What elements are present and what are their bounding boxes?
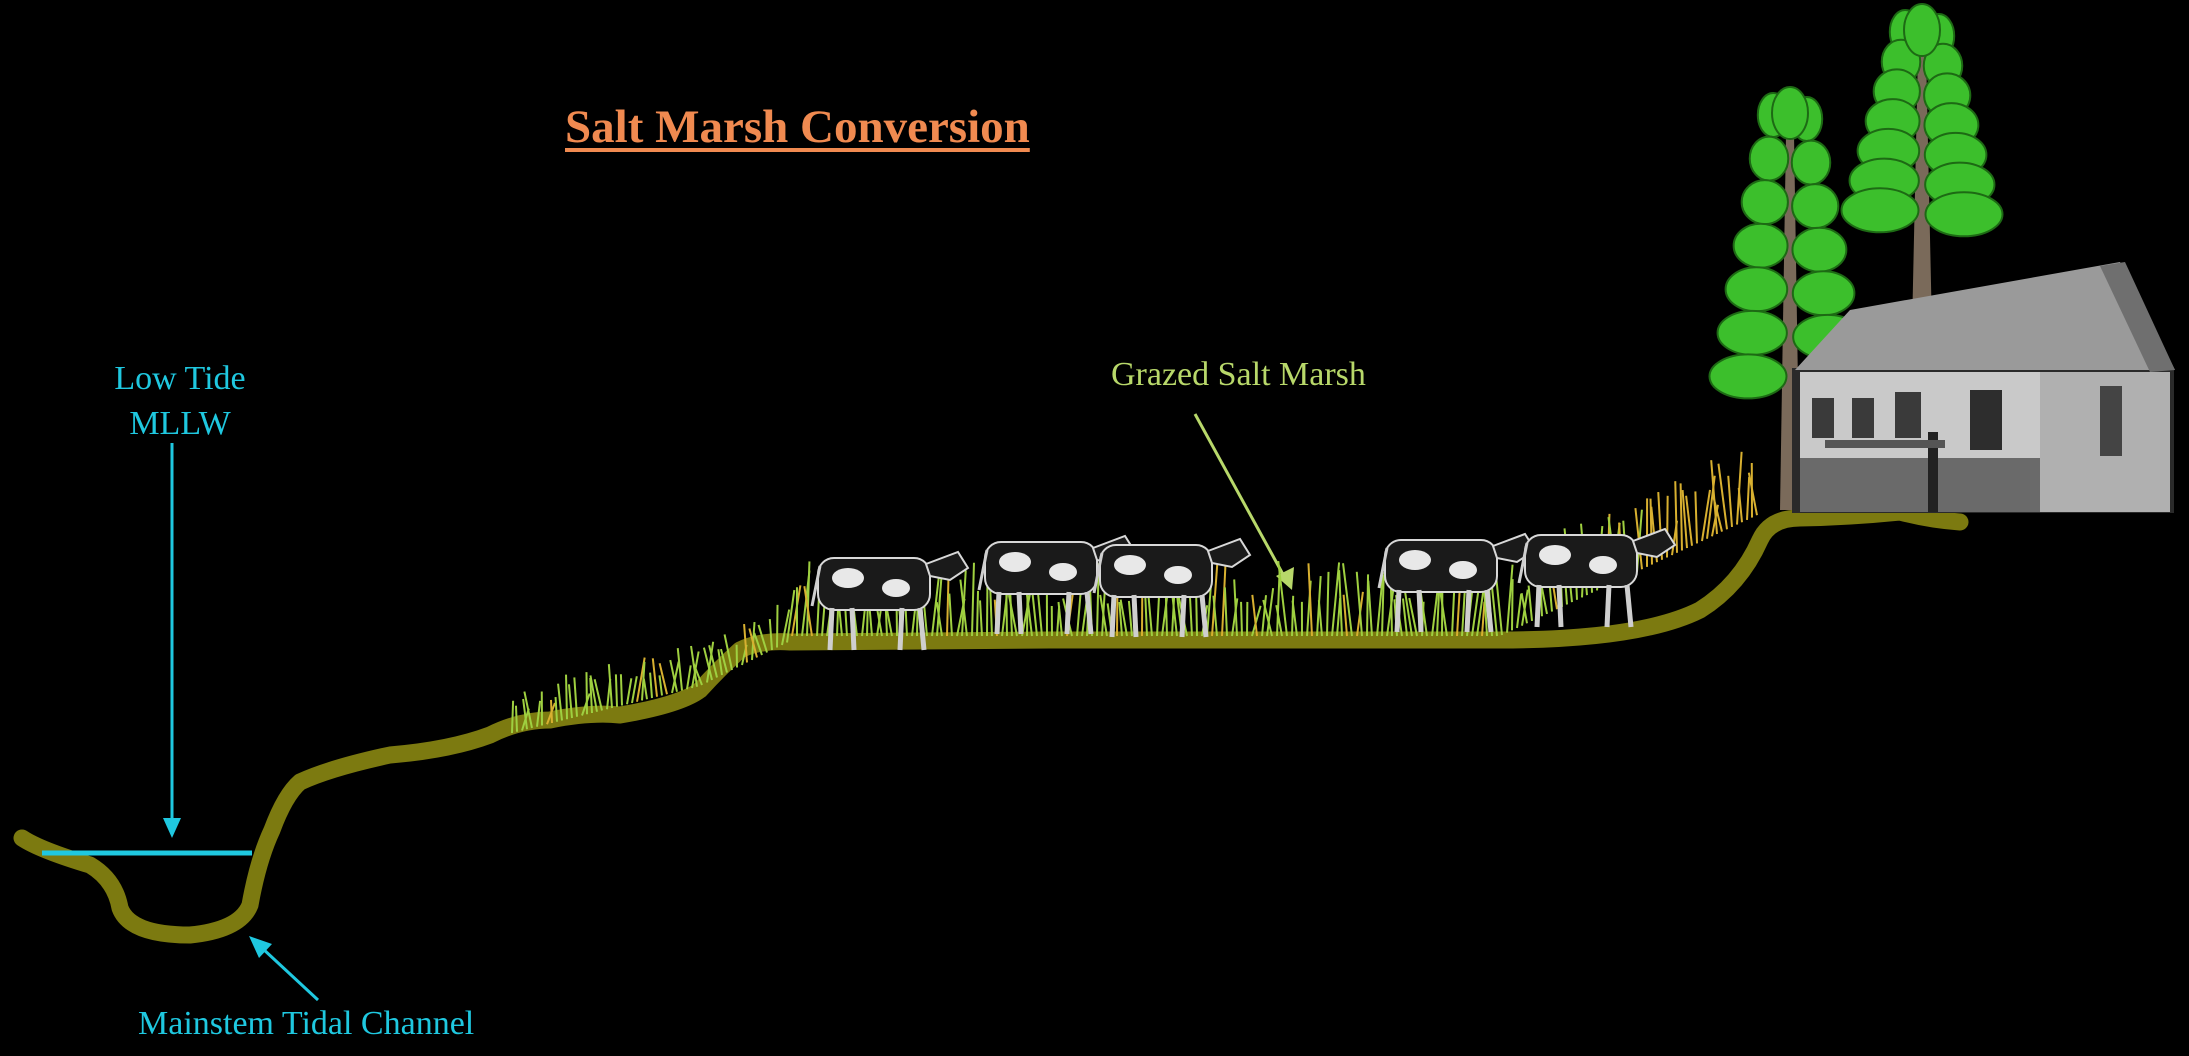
low-tide-arrowhead — [163, 818, 181, 838]
grazed-salt-marsh-label: Grazed Salt Marsh — [1111, 356, 1366, 394]
low-tide-line1: Low Tide — [110, 356, 250, 401]
channel-arrow — [262, 948, 318, 1000]
low-tide-line2: MLLW — [110, 401, 250, 446]
mainstem-tidal-channel-label: Mainstem Tidal Channel — [138, 1005, 474, 1043]
low-tide-label: Low Tide MLLW — [110, 356, 250, 446]
page-title: Salt Marsh Conversion — [565, 100, 1030, 154]
tree-icon — [1842, 4, 2003, 330]
